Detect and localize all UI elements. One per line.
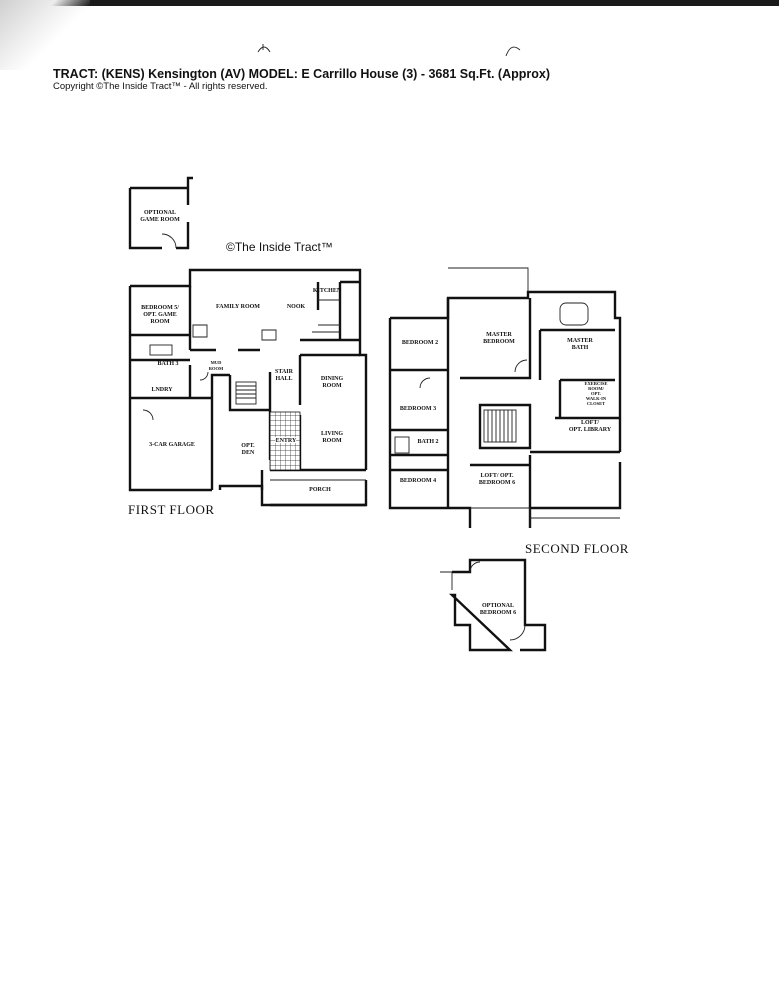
label-loft-library: LOFT/: [581, 420, 599, 426]
label-exercise-room: EXERCISE: [584, 381, 607, 386]
first-floor-label: FIRST FLOOR: [128, 502, 215, 517]
label-bedroom-4: BEDROOM 4: [400, 478, 436, 484]
label-bedroom-5-3: ROOM: [150, 319, 170, 325]
master-tub: [559, 302, 589, 326]
label-master-bath: MASTER: [567, 338, 593, 344]
second-floor-label: SECOND FLOOR: [525, 541, 629, 556]
hole-punch-mark-left: [257, 44, 271, 53]
scan-corner-fold: [0, 0, 90, 70]
second-floor-plan: [388, 267, 622, 528]
label-kitchen: KITCHEN: [313, 288, 342, 294]
stair-second-treads: [487, 410, 513, 442]
label-dining-room-2: ROOM: [322, 383, 342, 389]
label-bedroom-2: BEDROOM 2: [402, 340, 438, 346]
label-family-room: FAMILY ROOM: [216, 304, 260, 310]
hole-punch-mark-right: [505, 46, 521, 57]
label-optional-bedroom-6-2: BEDROOM 6: [480, 610, 516, 616]
built-in-cabinets: [192, 324, 277, 341]
label-loft-library-2: OPT. LIBRARY: [569, 427, 612, 433]
watermark: ©The Inside Tract™: [226, 240, 333, 254]
label-mud-room-2: ROOM: [209, 366, 224, 371]
label-loft-bedroom-6-2: BEDROOM 6: [479, 480, 515, 486]
second-floor-interior-walls: [390, 298, 620, 508]
porch-walls: [260, 470, 366, 507]
label-bedroom-5: BEDROOM 5/: [141, 305, 179, 311]
optional-game-room-walls: [128, 176, 193, 250]
door-swings-second: [419, 359, 528, 389]
label-laundry: LNDRY: [151, 387, 173, 393]
label-exercise-room-5: CLOSET: [587, 401, 605, 406]
label-bedroom-5-2: OPT. GAME: [143, 312, 177, 318]
label-mud-room: MUD: [211, 360, 222, 365]
door-swings: [142, 371, 209, 421]
label-nook: NOOK: [287, 304, 306, 310]
bath-2-tub: [394, 436, 410, 454]
label-bath-3: BATH 3: [157, 361, 178, 367]
tub: [149, 344, 173, 356]
label-porch: PORCH: [309, 487, 331, 493]
label-exercise-room-4: WALK-IN: [586, 396, 607, 401]
door-swing: [161, 233, 177, 249]
scan-edge: [0, 0, 779, 6]
label-master-bath-2: BATH: [572, 345, 589, 351]
first-floor-plan: [128, 176, 368, 507]
stair-treads: [236, 385, 256, 399]
label-loft-bedroom-6: LOFT/ OPT.: [481, 473, 514, 479]
upper-railing: [470, 507, 620, 528]
entry-tile-floor: [269, 411, 301, 471]
label-optional-game-room-2: GAME ROOM: [140, 217, 180, 223]
label-bath-2: BATH 2: [417, 439, 438, 445]
label-exercise-room-3: OPT.: [591, 391, 601, 396]
label-stair-hall: STAIR: [275, 369, 294, 375]
label-garage: 3-CAR GARAGE: [149, 442, 195, 448]
label-exercise-room-2: ROOM/: [588, 386, 604, 391]
optional-bedroom-6-details: [440, 561, 526, 641]
kitchen-island: [312, 299, 340, 333]
balcony-outline: [448, 267, 529, 298]
label-living-room-2: ROOM: [322, 438, 342, 444]
label-master-bedroom-2: BEDROOM: [483, 339, 515, 345]
kitchen-walls: [316, 280, 360, 340]
stair-first: [235, 381, 257, 405]
label-dining-room: DINING: [321, 376, 344, 382]
copyright-line: Copyright ©The Inside Tract™ - All right…: [53, 81, 268, 92]
label-optional-game-room: OPTIONAL: [144, 210, 176, 216]
label-optional-bedroom-6: OPTIONAL: [482, 603, 514, 609]
label-entry: ENTRY: [276, 438, 297, 444]
label-den: OPT.: [241, 443, 255, 449]
label-bedroom-3: BEDROOM 3: [400, 406, 436, 412]
label-stair-hall-2: HALL: [275, 376, 292, 382]
page-title: TRACT: (KENS) Kensington (AV) MODEL: E C…: [53, 67, 551, 81]
label-master-bedroom: MASTER: [486, 332, 512, 338]
label-living-room: LIVING: [321, 431, 343, 437]
label-den-2: DEN: [242, 450, 255, 456]
optional-bedroom-6-plan: [440, 558, 547, 652]
